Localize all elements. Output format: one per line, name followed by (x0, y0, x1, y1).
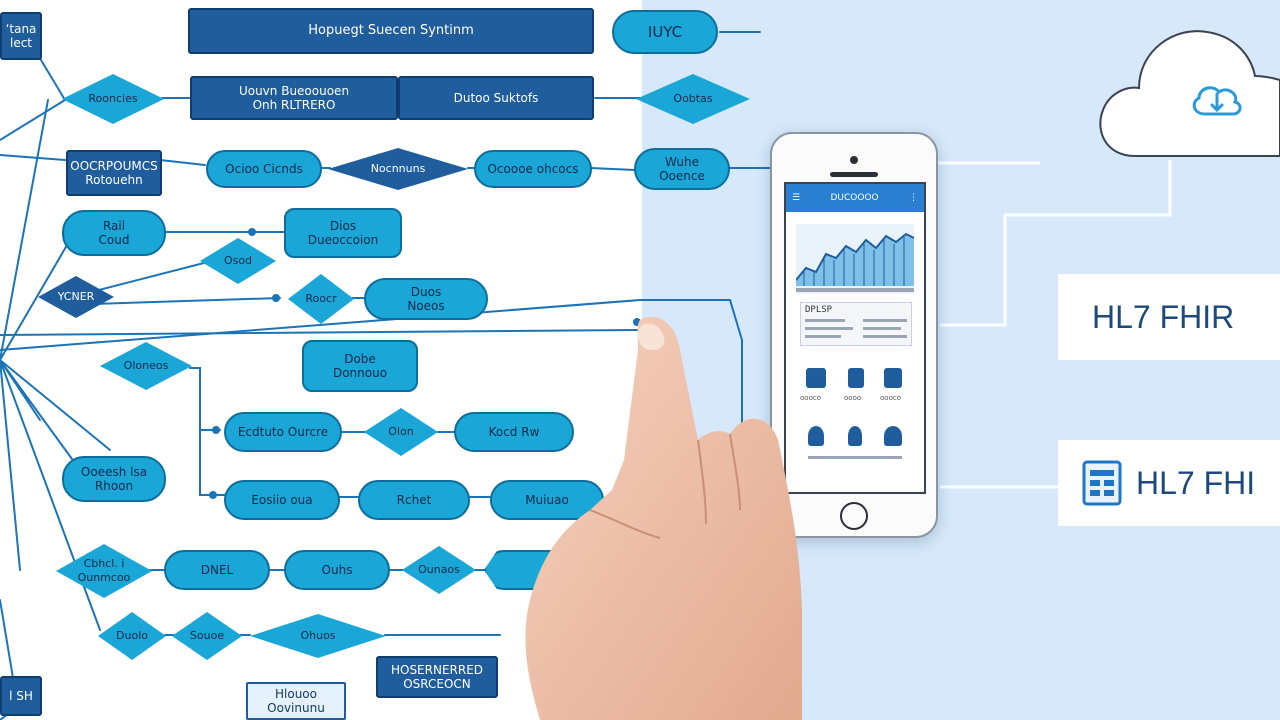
node-r3-pill-2: Ocoooe ohcocs (474, 150, 592, 188)
node-r4-box: Dios Dueoccoion (284, 208, 402, 258)
node-bottom-left: l SH (0, 676, 42, 716)
icon-row-1: oooco oooo oooco (796, 364, 914, 408)
icon-label-3: oooco (880, 394, 901, 402)
area-chart (796, 224, 914, 294)
phone-camera (850, 156, 858, 164)
phone-screen: ☰ DUCOOOO ⋮ DPLSP (784, 182, 926, 494)
hand-pointer-illustration (525, 316, 802, 720)
home-button[interactable] (840, 502, 868, 530)
node-r2-box-left: Uouvn Bueoouoen Onh RLTRERO (190, 76, 398, 120)
node-r2-box-right: Dutoo Suktofs (398, 76, 594, 120)
node-r4-pill-left: Rail Coud (62, 210, 166, 256)
node-top-pill: IUYC (612, 10, 718, 54)
more-icon[interactable]: ⋮ (909, 193, 918, 203)
phone-speaker (830, 172, 878, 177)
node-r6-box: Dobe Donnouo (302, 340, 418, 392)
app-icon-1[interactable] (806, 368, 826, 388)
app-icon-3[interactable] (884, 368, 902, 388)
node-title-box: Hopuegt Suecen Syntinm (188, 8, 594, 54)
node-r9-pill-2: Ouhs (284, 550, 390, 590)
data-table: DPLSP (800, 302, 912, 346)
node-r9-pill-1: DNEL (164, 550, 270, 590)
node-top-left: ʻtana lect (0, 12, 42, 60)
fhir-card-2: HL7 FHI (1058, 440, 1280, 526)
icon-row-2 (796, 422, 914, 466)
node-r8-pill-2: Rchet (358, 480, 470, 520)
fhir-card-1: HL7 FHIR (1058, 274, 1280, 360)
fhir-card-2-label: HL7 FHI (1136, 464, 1256, 501)
fhir-card-1-label: HL7 FHIR (1092, 298, 1235, 335)
app-icon-6[interactable] (884, 426, 902, 446)
table-header: DPLSP (805, 305, 833, 315)
node-r8-pill-1: Eosiio oua (224, 480, 340, 520)
app-icon-2[interactable] (848, 368, 864, 388)
node-r8-pill-3: Muiuao (490, 480, 604, 520)
document-icon (1082, 460, 1122, 506)
app-icon-5[interactable] (848, 426, 862, 446)
node-bottom-box-1: HOSERNERRED OSRCEOCN (376, 656, 498, 698)
cloud-icon (1099, 30, 1280, 157)
app-icon-4[interactable] (808, 426, 824, 446)
node-r7-pill-2: Kocd Rw (454, 412, 574, 452)
icon-bar (808, 456, 902, 459)
app-bar: ☰ DUCOOOO ⋮ (786, 184, 924, 212)
node-r3-box-left: OOCRPOUMCS Rotouehn (66, 150, 162, 196)
icon-label-2: oooo (844, 394, 862, 402)
menu-icon[interactable]: ☰ (792, 193, 801, 203)
smartphone: ☰ DUCOOOO ⋮ DPLSP (770, 132, 938, 538)
node-r7-pill-1: Ecdtuto Ourcre (224, 412, 342, 452)
icon-label-1: oooco (800, 394, 821, 402)
node-r5-pill: Duos Noeos (364, 278, 488, 320)
app-title: DUCOOOO (830, 193, 879, 203)
node-bottom-box-2: Hlouoo Oovinunu (246, 682, 346, 720)
node-r3-pill-1: Ocioo Cicnds (206, 150, 322, 188)
node-r3-pill-3: Wuhe Ooence (634, 148, 730, 190)
node-left-pill: Ooeesh lsa Rhoon (62, 456, 166, 502)
